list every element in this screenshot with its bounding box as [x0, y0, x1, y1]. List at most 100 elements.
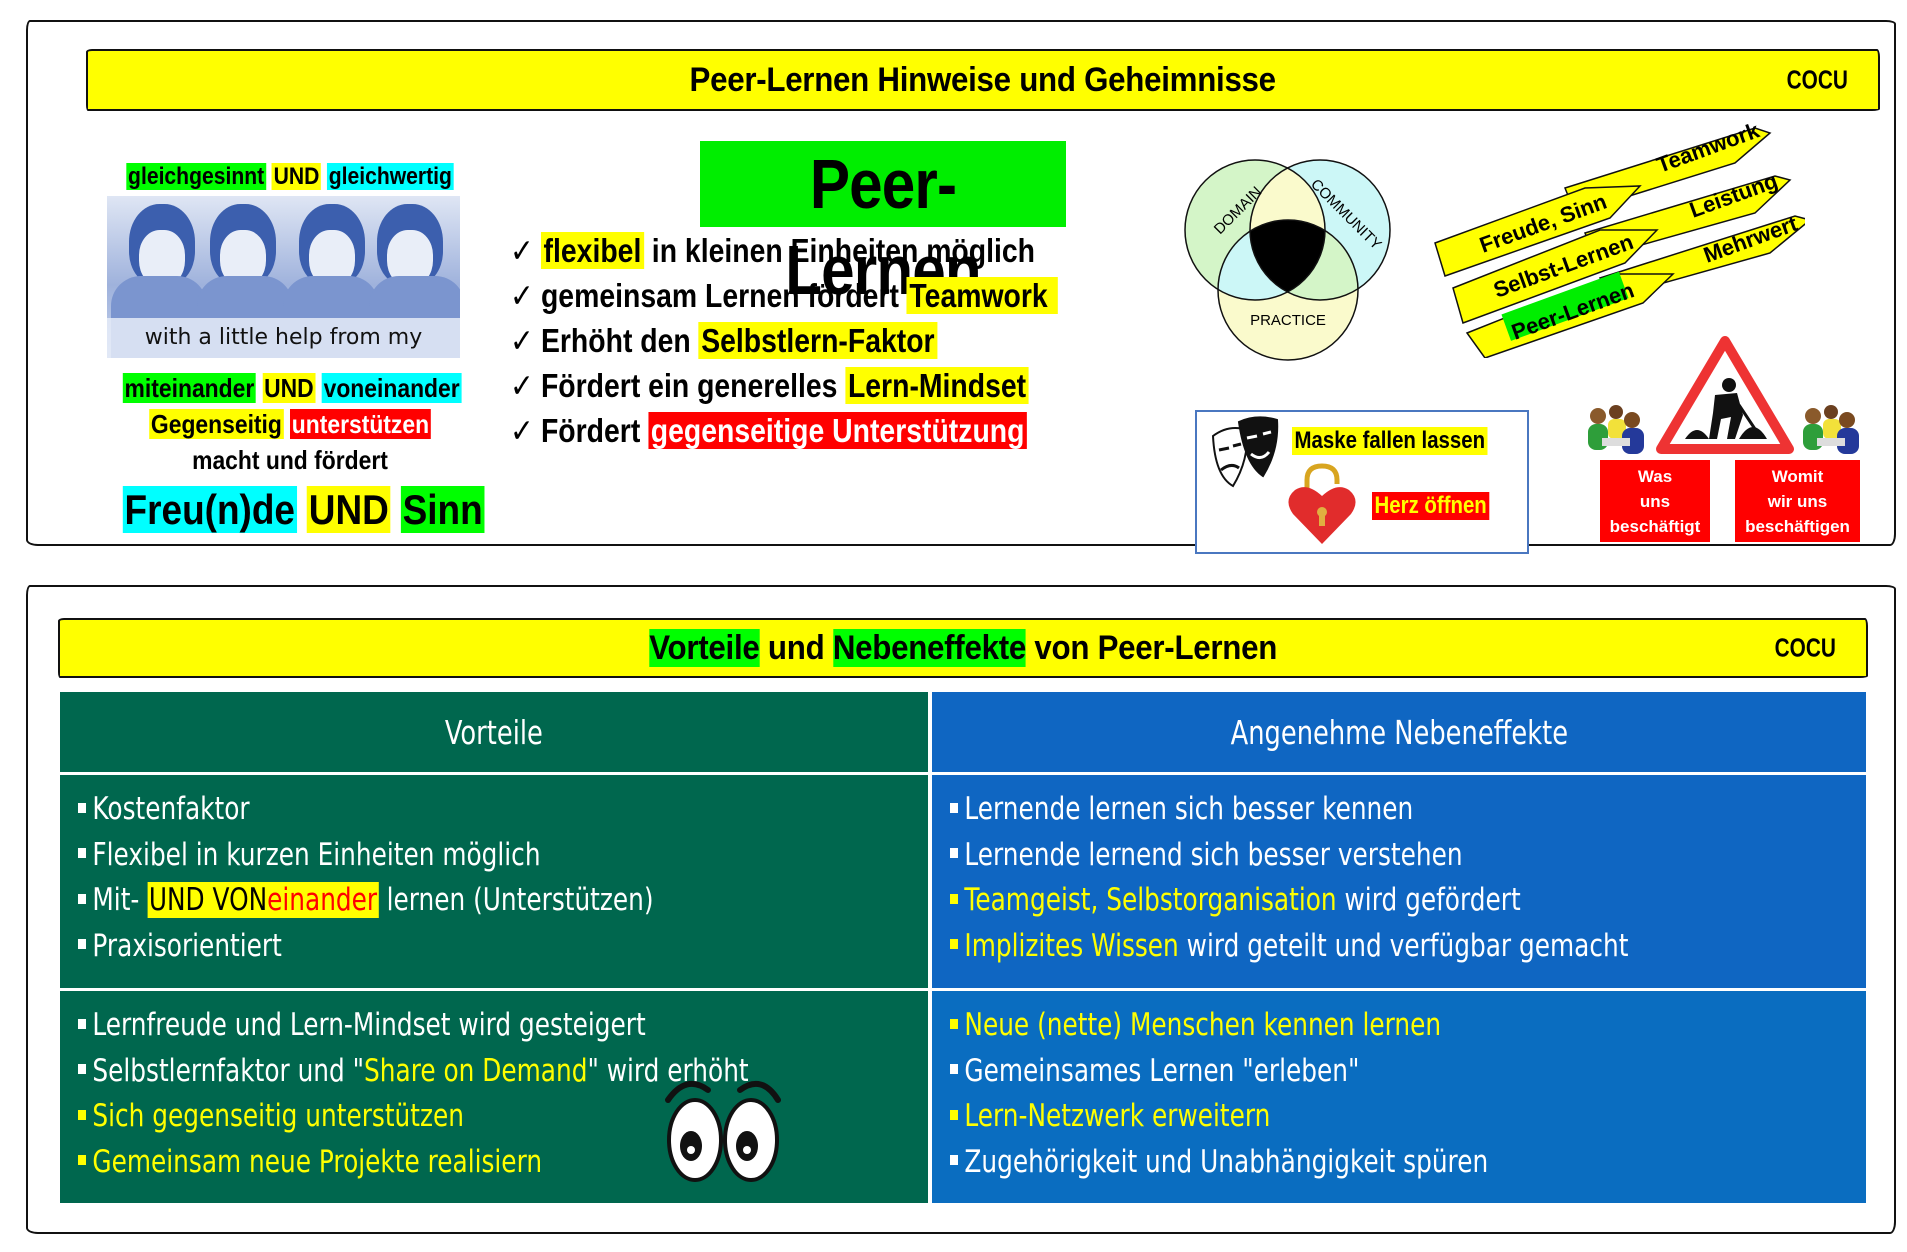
list-item-highlight: Share on Demand — [364, 1052, 588, 1089]
checklist-text: gemeinsam Lernen fördert — [540, 277, 907, 314]
sign-text: beschäftigt — [1609, 516, 1701, 536]
tag-und-3: UND — [307, 486, 391, 533]
table-cell-nebeneffekte-2: Neue (nette) Menschen kennen lernen Geme… — [932, 991, 1866, 1203]
checklist-text: in kleinen Einheiten möglich — [643, 232, 1035, 269]
sign-text: beschäftigen — [1745, 516, 1850, 536]
list-item-highlight: Implizites Wissen — [964, 927, 1179, 964]
sign-text: Was — [1637, 466, 1673, 486]
list-item: Teamgeist, Selbstorganisation wird geför… — [950, 878, 1683, 924]
list-item-text: Lernfreude und Lern-Mindset wird gesteig… — [92, 1007, 646, 1043]
checklist-item: ✓Fördert ein generelles Lern-Mindset — [510, 363, 1058, 408]
sign-what-we-work-on: Womit wir uns beschäftigen — [1735, 460, 1860, 542]
checklist-highlight: gegenseitige Unterstützung — [648, 412, 1028, 449]
list-item: Lernende lernen sich besser kennen — [950, 787, 1683, 833]
tag-gleichwertig: gleichwertig — [326, 163, 454, 190]
direction-arrows: Teamwork Leistung Mehrwert Freude, Sinn … — [1434, 118, 1805, 358]
highlight-und-von: UND VON — [148, 882, 268, 918]
list-item-text: Kostenfaktor — [92, 791, 250, 827]
people-group-icon — [1803, 405, 1859, 454]
benefits-checklist: ✓flexibel in kleinen Einheiten möglich ✓… — [510, 228, 1147, 453]
header-text: Angenehme Nebeneffekte — [1230, 712, 1568, 752]
left-taglines-lower: miteinander UND voneinander Gegenseitig … — [100, 370, 485, 538]
list-item: Lernende lernend sich besser verstehen — [950, 833, 1683, 879]
beatles-photo: with a little help from my friends — [107, 196, 460, 358]
list-item-text: Lernende lernend sich besser verstehen — [964, 836, 1463, 873]
list-item-text: Mit- — [92, 882, 148, 918]
list-item: Lern-Netzwerk erweitern — [950, 1094, 1683, 1140]
checklist-text: Fördert — [540, 412, 649, 449]
tag-voneinander: voneinander — [321, 373, 462, 403]
list-item: Praxisorientiert — [78, 924, 758, 970]
tag-gegenseitig: Gegenseitig — [149, 409, 284, 439]
list-item: Sich gegenseitig unterstützen — [78, 1094, 758, 1140]
table-header-vorteile: Vorteile — [60, 692, 928, 772]
tagline-friends-meaning: Freu(n)de UND Sinn — [122, 482, 485, 538]
heart-lock-icon — [1288, 463, 1356, 544]
checklist-highlight: Lern-Mindset — [845, 367, 1029, 404]
top-banner: Peer-Lernen Hinweise und Geheimnisse COC… — [86, 49, 1880, 111]
checklist-text: Fördert ein generelles — [540, 367, 846, 404]
checklist-item: ✓Erhöht den Selbstlern-Faktor — [510, 318, 1058, 363]
tag-sinn: Sinn — [400, 486, 485, 533]
header-text: Vorteile — [444, 712, 544, 752]
tag-freunde: Freu(n)de — [122, 486, 297, 533]
list-item-text: Lern-Netzwerk erweitern — [964, 1098, 1271, 1134]
table-header-nebeneffekte: Angenehme Nebeneffekte — [932, 692, 1866, 772]
bottom-banner: Vorteile und Nebeneffekte von Peer-Lerne… — [58, 618, 1868, 678]
mask-label: Maske fallen lassen — [1292, 427, 1488, 455]
list-item: Lernfreude und Lern-Mindset wird gesteig… — [78, 1003, 758, 1049]
list-item-text: lernen (Unterstützen) — [378, 882, 654, 918]
sign-text: Womit — [1771, 466, 1824, 486]
cartoon-eyes-icon — [665, 1080, 781, 1182]
list-item: Gemeinsames Lernen "erleben" — [950, 1049, 1683, 1095]
list-item: Zugehörigkeit und Unabhängigkeit spüren — [950, 1140, 1683, 1186]
checkmark-icon: ✓ — [510, 276, 534, 315]
tagline-promotes: macht und fördert — [192, 445, 388, 475]
list-item-text: Sich gegenseitig unterstützen — [92, 1098, 465, 1134]
peer-lernen-title-text: Peer-Lernen — [785, 145, 981, 309]
mask-heart-box: Maske fallen lassen Herz öffnen — [1195, 410, 1529, 554]
list-item: Mit- UND VONeinander lernen (Unterstütze… — [78, 878, 758, 924]
sign-text: uns — [1639, 491, 1671, 511]
people-group-icon — [1588, 405, 1644, 454]
sign-what-concerns-us: Was uns beschäftigt — [1600, 460, 1710, 542]
table-cell-nebeneffekte-1: Lernende lernen sich besser kennen Lerne… — [932, 775, 1866, 988]
list-item: Gemeinsam neue Projekte realisiern — [78, 1140, 758, 1186]
sign-text: wir uns — [1767, 491, 1828, 511]
highlight-einander: einander — [267, 882, 378, 918]
tag-und-2: UND — [262, 373, 316, 403]
tag-und: UND — [271, 163, 322, 190]
list-item-text: Praxisorientiert — [92, 927, 282, 964]
brand-logo-text: COCU — [1787, 64, 1849, 95]
banner-word-nebeneffekte: Nebeneffekte — [832, 628, 1026, 667]
table-cell-vorteile-2: Lernfreude und Lern-Mindset wird gesteig… — [60, 991, 928, 1203]
construction-warning-icon — [1656, 336, 1794, 454]
tag-gleichgesinnt: gleichgesinnt — [126, 163, 266, 190]
banner-word: von Peer-Lernen — [1025, 628, 1277, 667]
checkmark-icon: ✓ — [510, 231, 534, 270]
list-item-text: wird geteilt und verfügbar gemacht — [1178, 927, 1629, 964]
list-item: Selbstlernfaktor und "Share on Demand" w… — [78, 1049, 758, 1095]
checklist-highlight: flexibel — [540, 232, 644, 269]
checkmark-icon: ✓ — [510, 321, 534, 360]
list-item-text: Flexibel in kurzen Einheiten möglich — [92, 836, 541, 873]
top-panel-frame — [26, 20, 1896, 546]
tagline-equal: gleichgesinnt UND gleichwertig — [123, 163, 457, 191]
tagline-together: miteinander UND voneinander — [122, 370, 462, 406]
tagline-support: Gegenseitig unterstützen — [123, 406, 457, 442]
table-cell-vorteile-1: Kostenfaktor Flexibel in kurzen Einheite… — [60, 775, 928, 988]
list-item-text: Selbstlernfaktor und " — [92, 1052, 365, 1089]
bottom-panel-frame — [26, 585, 1896, 1234]
theater-masks-icon — [1211, 416, 1279, 488]
construction-signs: Was uns beschäftigt Womit wir uns beschä… — [1570, 330, 1870, 545]
banner-word: und — [759, 628, 833, 667]
peer-lernen-title: Peer-Lernen — [700, 141, 1066, 309]
photo-caption: with a little help from my friends — [107, 318, 460, 358]
brand-logo-text: COCU — [1775, 632, 1837, 663]
list-item: Flexibel in kurzen Einheiten möglich — [78, 833, 758, 879]
tag-unterstuetzen: unterstützen — [290, 409, 431, 439]
bottom-banner-title: Vorteile und Nebeneffekte von Peer-Lerne… — [649, 628, 1277, 668]
banner-word-vorteile: Vorteile — [649, 628, 760, 667]
top-banner-title: Peer-Lernen Hinweise und Geheimnisse — [689, 60, 1277, 99]
list-item-highlight: Teamgeist, Selbstorganisation — [964, 882, 1337, 918]
